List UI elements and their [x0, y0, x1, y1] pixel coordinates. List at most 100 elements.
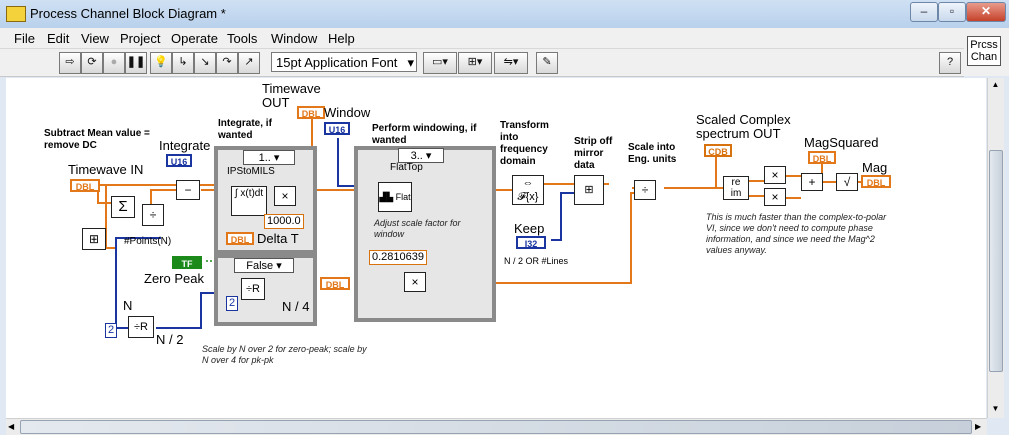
- pause-icon[interactable]: ❚❚: [125, 52, 147, 74]
- delta-t-terminal[interactable]: DBL: [226, 232, 254, 245]
- integration-node[interactable]: ∫ x(t)dt: [231, 186, 267, 216]
- windowing-case-selector[interactable]: 3.. ▾: [398, 148, 444, 163]
- menu-project[interactable]: Project: [120, 31, 161, 46]
- cleanup-diagram-icon[interactable]: ✎: [536, 52, 558, 74]
- run-continuously-icon[interactable]: ⟳: [81, 52, 103, 74]
- constant-2-n2[interactable]: 2: [105, 323, 118, 338]
- flattop-label: FlatTop: [390, 162, 423, 173]
- retain-wire-values-icon[interactable]: ↳: [172, 52, 194, 74]
- scroll-right-icon[interactable]: ▶: [975, 422, 982, 431]
- constant-2-n4[interactable]: 2: [226, 296, 239, 311]
- keep-terminal[interactable]: I32: [516, 236, 546, 249]
- mag-label: Mag: [862, 160, 888, 175]
- add-node[interactable]: +: [801, 173, 823, 191]
- abort-icon[interactable]: ●: [103, 52, 125, 74]
- array-size-node[interactable]: ⊞: [82, 228, 106, 250]
- square-im-node[interactable]: ×: [764, 188, 786, 206]
- reorder-icon[interactable]: ⇋▾: [494, 52, 528, 74]
- array-subset-node[interactable]: ⊞: [574, 175, 604, 205]
- menu-file[interactable]: File: [14, 31, 35, 46]
- block-diagram-canvas[interactable]: Subtract Mean value = remove DC Timewave…: [6, 78, 986, 418]
- vertical-scroll-thumb[interactable]: [989, 150, 1003, 372]
- step-into-icon[interactable]: ↘: [194, 52, 216, 74]
- menu-tools[interactable]: Tools: [227, 31, 258, 46]
- menu-bar: File Edit View Project Operate Tools Win…: [0, 28, 964, 49]
- n-label: N: [123, 298, 133, 313]
- integrate-terminal[interactable]: U16: [166, 154, 192, 167]
- run-arrow-icon[interactable]: ⇨: [59, 52, 81, 74]
- case-value-false: False: [246, 260, 274, 272]
- adjust-scale-note: Adjust scale factor for window: [374, 218, 461, 239]
- vertical-scrollbar[interactable]: ▲ ▼: [987, 78, 1004, 418]
- window-title: Process Channel Block Diagram *: [30, 6, 226, 21]
- divide-node[interactable]: ÷: [142, 204, 164, 226]
- font-dropdown-value: 15pt Application Font: [276, 55, 398, 70]
- window-multiply-node[interactable]: ×: [404, 272, 426, 292]
- zero-peak-terminal[interactable]: TF: [172, 256, 202, 269]
- font-dropdown[interactable]: 15pt Application Font▾: [271, 52, 417, 72]
- keep-label: Keep: [514, 221, 545, 236]
- case-value-3: 3..: [410, 150, 423, 162]
- vi-icon[interactable]: Prcss Chan: [967, 36, 1001, 66]
- close-button[interactable]: ✕: [966, 2, 1006, 22]
- n2-or-lines-label: N / 2 OR #Lines: [504, 256, 569, 266]
- n-over-2-label: N / 2: [156, 332, 184, 347]
- scroll-up-icon[interactable]: ▲: [991, 80, 1000, 89]
- step-out-icon[interactable]: ↗: [238, 52, 260, 74]
- minimize-button[interactable]: –: [910, 2, 938, 22]
- constant-1000[interactable]: 1000.0: [264, 214, 304, 229]
- window-label: Window: [324, 105, 371, 120]
- distribute-objects-icon[interactable]: ⊞▾: [458, 52, 492, 74]
- subtract-node[interactable]: −: [176, 180, 200, 200]
- help-icon[interactable]: ?: [939, 52, 961, 74]
- timewave-in-label: Timewave IN: [68, 162, 144, 177]
- square-re-node[interactable]: ×: [764, 166, 786, 184]
- npoints-label: #Points(N): [124, 236, 172, 247]
- highlight-execution-icon[interactable]: 💡: [150, 52, 172, 74]
- mag-terminal[interactable]: DBL: [861, 175, 891, 188]
- fft-node[interactable]: ⇔𝓕{x}: [512, 175, 544, 205]
- align-objects-icon[interactable]: ▭▾: [423, 52, 457, 74]
- restore-button[interactable]: ▫: [938, 2, 966, 22]
- menu-window[interactable]: Window: [271, 31, 318, 46]
- zero-peak-case-structure[interactable]: [214, 254, 317, 326]
- quotient-node-n2[interactable]: ÷R: [128, 316, 154, 338]
- integrate-label: Integrate: [159, 138, 211, 153]
- menu-help[interactable]: Help: [328, 31, 355, 46]
- scale-eng-label: Scale into Eng. units: [628, 142, 677, 165]
- constant-scale-factor[interactable]: 0.2810639: [369, 250, 427, 265]
- scaled-complex-out-label: Scaled Complex spectrum OUT: [696, 112, 791, 141]
- sqrt-node[interactable]: √: [836, 173, 858, 191]
- dbl-convert-node[interactable]: DBL: [320, 277, 350, 290]
- horizontal-scroll-thumb[interactable]: [20, 420, 972, 434]
- scaled-complex-out-terminal[interactable]: CDB: [704, 144, 732, 157]
- windowing-case-structure[interactable]: [354, 146, 496, 322]
- transform-label: Transform into frequency domain: [500, 120, 549, 167]
- multiply-node[interactable]: ×: [274, 186, 296, 206]
- step-over-icon[interactable]: ↷: [216, 52, 238, 74]
- perform-windowing-label: Perform windowing, if wanted: [372, 123, 477, 146]
- case-value-1: 1..: [258, 152, 271, 164]
- timewave-in-terminal[interactable]: DBL: [70, 179, 100, 192]
- timewave-out-terminal[interactable]: DBL: [297, 106, 325, 119]
- title-bar: Process Channel Block Diagram * – ▫ ✕: [0, 0, 1009, 28]
- scroll-down-icon[interactable]: ▼: [991, 404, 1000, 413]
- menu-edit[interactable]: Edit: [47, 31, 70, 46]
- flattop-window-node[interactable]: ▟▙ Flat: [378, 182, 412, 212]
- n-over-4-label: N / 4: [282, 299, 310, 314]
- scroll-left-icon[interactable]: ◀: [8, 422, 15, 431]
- vi-icon-panel: Prcss Chan: [964, 28, 1009, 76]
- vi-icon-line1: Prcss: [970, 39, 998, 51]
- integrate-case-selector[interactable]: 1.. ▾: [243, 150, 295, 165]
- mean-sum-node[interactable]: Σ: [111, 196, 135, 218]
- scale-divide-node[interactable]: ÷: [634, 180, 656, 200]
- quotient-node-n4[interactable]: ÷R: [241, 278, 265, 300]
- menu-operate[interactable]: Operate: [171, 31, 218, 46]
- horizontal-scrollbar[interactable]: ◀ ▶: [6, 418, 987, 435]
- zero-peak-case-selector[interactable]: False ▾: [234, 258, 294, 273]
- menu-view[interactable]: View: [81, 31, 109, 46]
- window-terminal[interactable]: U16: [324, 122, 350, 135]
- magsquared-terminal[interactable]: DBL: [808, 151, 836, 164]
- zero-peak-label: Zero Peak: [144, 271, 204, 286]
